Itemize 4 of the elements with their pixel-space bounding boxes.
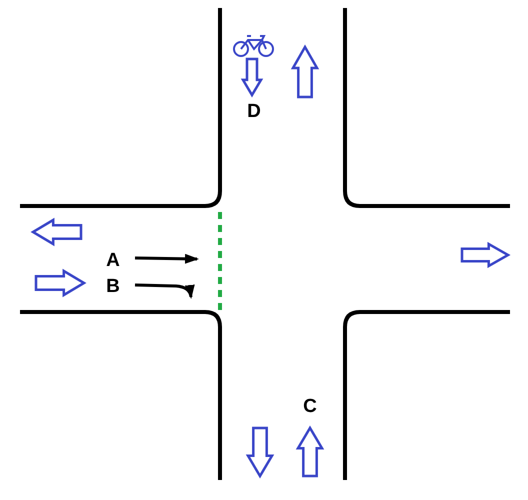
- lane-letter: C: [303, 397, 317, 417]
- lane-letter: A: [106, 251, 120, 271]
- lane-letter: D: [247, 102, 261, 122]
- lane-letter: B: [106, 277, 120, 297]
